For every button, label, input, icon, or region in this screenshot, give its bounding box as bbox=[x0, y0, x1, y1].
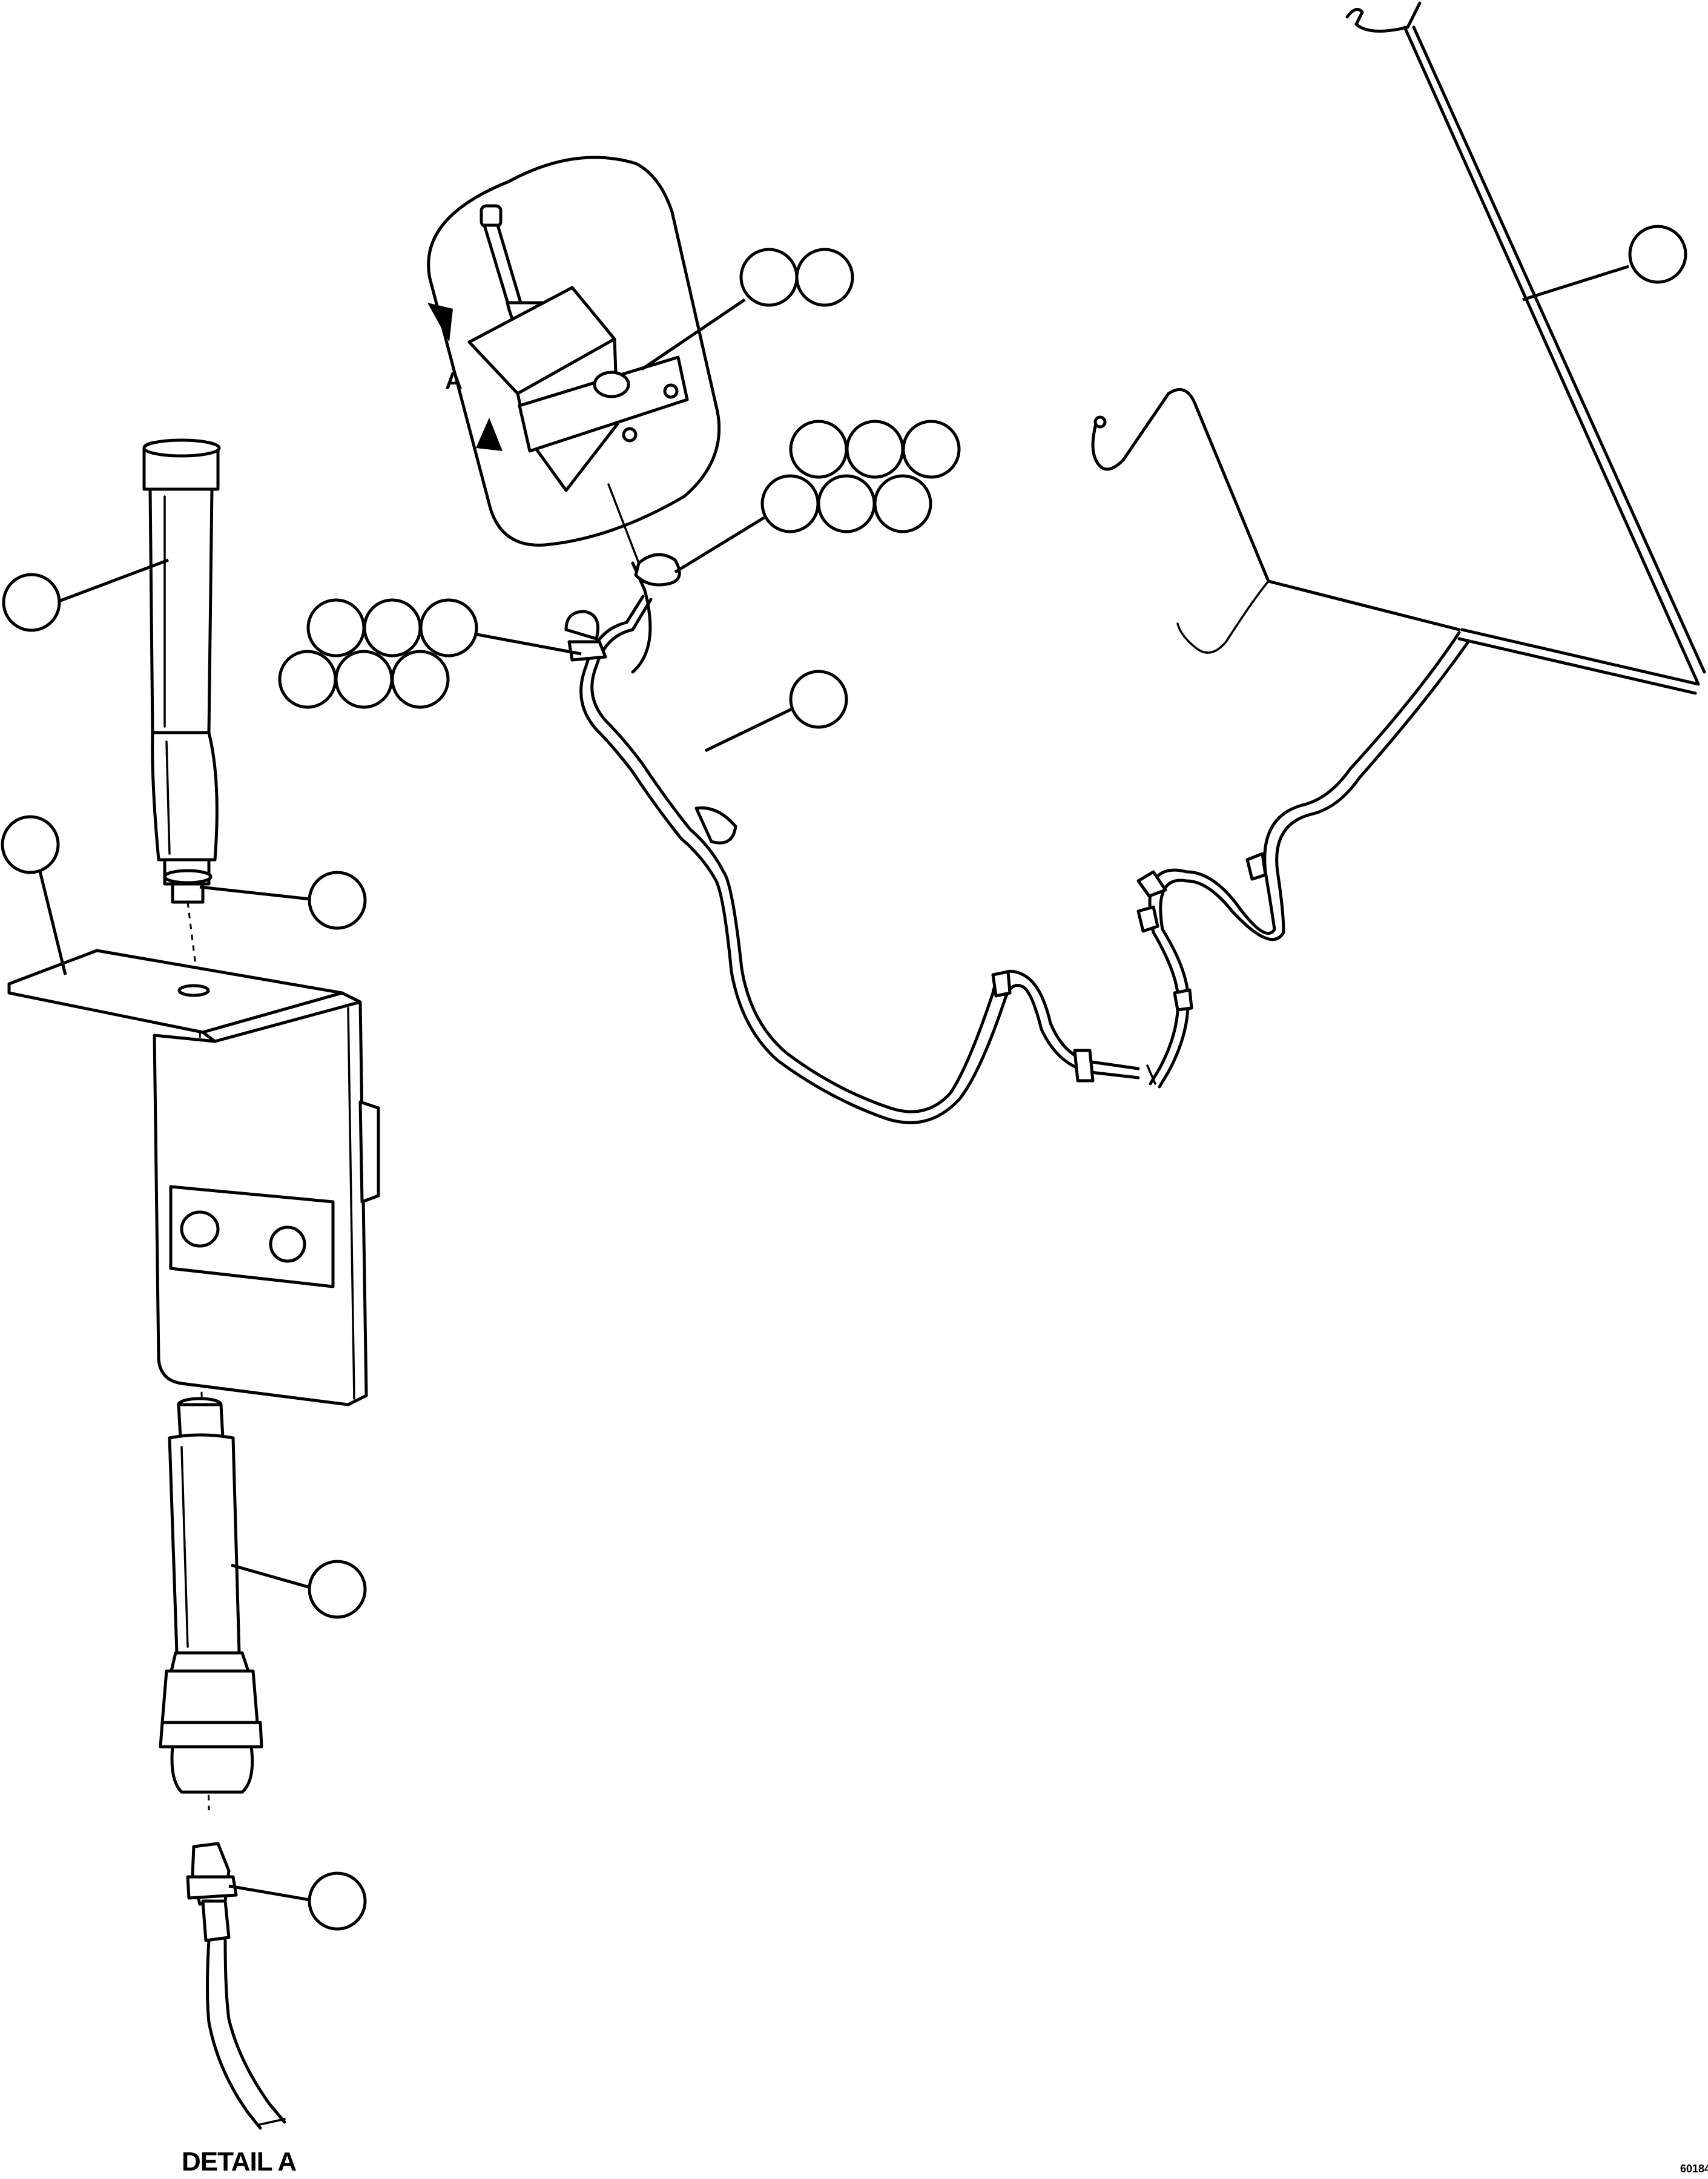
detail-a-reference-inset: A bbox=[427, 156, 721, 547]
base-coupling-nut bbox=[170, 1651, 250, 1673]
callout-bubble bbox=[902, 420, 961, 479]
detail-view-title: DETAIL A bbox=[182, 2147, 296, 2177]
callout-bubble bbox=[789, 420, 848, 479]
harness-upper-branch bbox=[1091, 387, 1461, 631]
inset-antenna-cap bbox=[480, 204, 503, 228]
cable-connector-crimp bbox=[201, 1899, 231, 1942]
antenna-stud bbox=[171, 882, 205, 904]
cable-connector-nut bbox=[186, 1875, 238, 1900]
callout-bubble bbox=[845, 420, 905, 479]
bracket-side-lip bbox=[358, 1100, 380, 1204]
antenna-whip bbox=[148, 487, 214, 734]
callout-bubble bbox=[308, 1560, 367, 1619]
figure-id: 60184 bbox=[1680, 2163, 1708, 2175]
harness-p-clamp bbox=[694, 806, 737, 845]
harness-to-inset bbox=[631, 561, 652, 674]
inset-mount-hole bbox=[593, 371, 630, 398]
view-arrow-up bbox=[427, 303, 453, 342]
inset-bolt bbox=[663, 383, 679, 399]
harness-return-run bbox=[1460, 628, 1700, 686]
base-housing-highlight bbox=[180, 1446, 189, 1648]
callout-bubble bbox=[308, 871, 367, 930]
harness-clip bbox=[1136, 870, 1167, 898]
harness-clip bbox=[1173, 988, 1193, 1012]
harness-lower-branch bbox=[1176, 580, 1270, 654]
inset-cable-exit bbox=[607, 483, 640, 564]
harness-long-run-edge bbox=[1412, 25, 1706, 674]
antenna-cap-top bbox=[142, 438, 221, 458]
callout-bubble bbox=[363, 598, 422, 658]
callout-bubble bbox=[306, 598, 366, 658]
bracket-edge-line bbox=[347, 1007, 355, 1400]
harness-connector bbox=[1245, 852, 1267, 881]
base-cable-boot bbox=[170, 1745, 254, 1794]
callout-bubble bbox=[760, 474, 820, 533]
callout-bubble bbox=[739, 248, 799, 307]
coax-break bbox=[256, 2118, 286, 2126]
antenna-base-connector bbox=[159, 1397, 286, 2130]
harness-clip bbox=[1136, 905, 1159, 933]
harness-end-cap bbox=[1093, 415, 1107, 429]
inset-bolt bbox=[622, 427, 638, 443]
harness-antenna-cable-edge bbox=[579, 595, 1140, 1124]
callout-bubble bbox=[817, 474, 876, 533]
callout-bubble bbox=[1, 815, 60, 874]
base-coupling bbox=[160, 1669, 259, 1724]
antenna-ferrule bbox=[151, 731, 219, 862]
view-letter: A bbox=[445, 368, 463, 394]
callout-bubble bbox=[795, 248, 854, 307]
antenna-assembly bbox=[142, 438, 221, 904]
ring-terminal-crimp bbox=[567, 640, 607, 662]
cable-break-mark bbox=[1146, 1064, 1156, 1085]
mounting-bracket bbox=[7, 949, 380, 1406]
coax-cable bbox=[206, 1939, 262, 2130]
callout-bubbles bbox=[1, 225, 1687, 1931]
harness-clip bbox=[1073, 1049, 1095, 1083]
harness-main-cable-edge bbox=[1158, 640, 1470, 1089]
coax-cable-edge bbox=[223, 1939, 286, 2124]
bracket-bolt bbox=[269, 1225, 306, 1263]
callout-bubble bbox=[2, 573, 61, 632]
base-coupling-ring bbox=[159, 1721, 263, 1749]
base-housing bbox=[168, 1433, 241, 1655]
harness-long-run bbox=[1403, 25, 1700, 686]
cable-harness bbox=[564, 1, 1706, 1124]
antenna-grommet bbox=[634, 553, 681, 587]
callout-bubble bbox=[873, 474, 932, 533]
antenna-ferrule-highlight bbox=[165, 740, 171, 855]
ring-terminal bbox=[564, 610, 599, 641]
callout-bubble bbox=[789, 670, 848, 729]
callout-bubble bbox=[308, 1871, 367, 1931]
harness-antenna-cable bbox=[590, 598, 1140, 1113]
view-arrow-down bbox=[476, 418, 503, 451]
callout-bubble bbox=[391, 650, 450, 709]
callout-bubble bbox=[334, 650, 394, 709]
harness-return-run-edge bbox=[1457, 637, 1697, 695]
bracket-bolt bbox=[180, 1210, 220, 1248]
callout-bubble bbox=[278, 650, 337, 709]
callout-bubble bbox=[419, 598, 478, 658]
harness-clip bbox=[991, 970, 1012, 998]
antenna-nut-face bbox=[163, 869, 213, 885]
base-stud bbox=[177, 1403, 225, 1440]
bracket-antenna-hole bbox=[177, 984, 210, 997]
inset-mount-plate bbox=[518, 355, 689, 453]
harness-end-top bbox=[1345, 1, 1422, 33]
harness-main-cable bbox=[1148, 631, 1461, 1086]
callout-bubble bbox=[1628, 225, 1687, 284]
